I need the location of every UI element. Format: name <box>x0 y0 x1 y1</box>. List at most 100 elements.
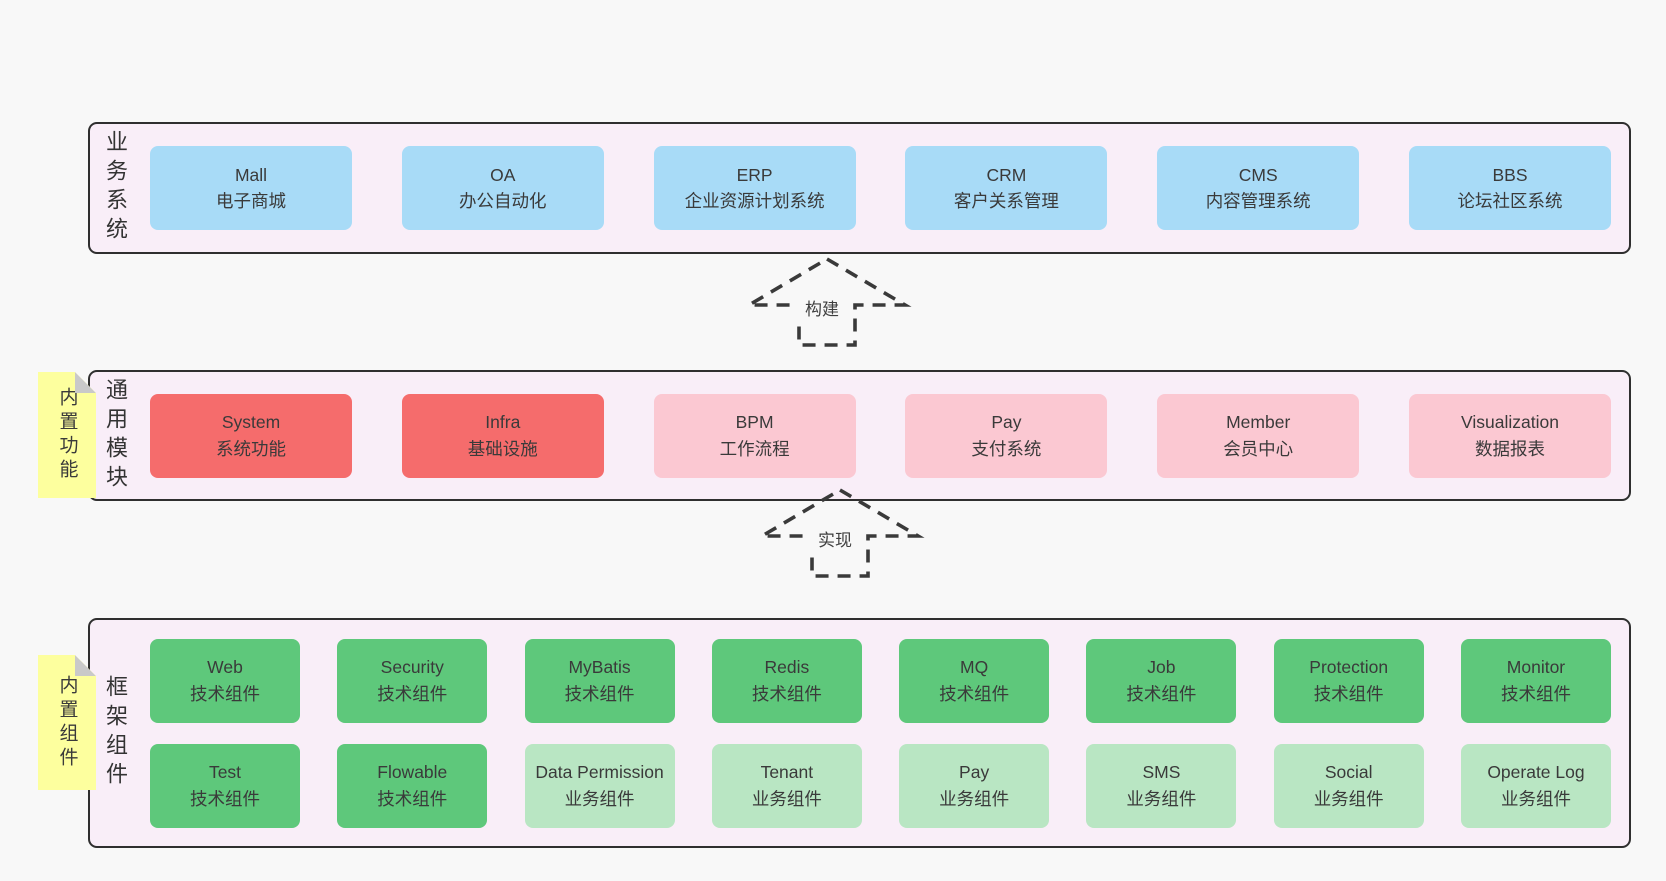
box-cms: CMS 内容管理系统 <box>1157 146 1360 230</box>
box-title: Flowable <box>377 762 448 783</box>
box-flowable: Flowable 技术组件 <box>337 743 488 828</box>
box-title: CRM <box>986 164 1027 185</box>
box-test: Test 技术组件 <box>150 743 300 828</box>
box-member: Member 会员中心 <box>1157 393 1360 478</box>
box-subtitle: 会员中心 <box>1223 438 1294 459</box>
box-subtitle: 业务组件 <box>1500 788 1571 809</box>
band-label: 通用模块 <box>103 377 128 494</box>
dashed-up-arrow-icon <box>755 487 925 578</box>
box-subtitle: 支付系统 <box>971 438 1042 459</box>
box-title: Security <box>380 657 444 678</box>
box-subtitle: 业务组件 <box>751 788 822 809</box>
box-subtitle: 基础设施 <box>467 438 538 459</box>
box-subtitle: 电子商城 <box>216 191 286 211</box>
box-subtitle: 数据报表 <box>1474 438 1545 459</box>
box-title: Pay <box>959 762 990 783</box>
box-title: Redis <box>764 657 810 678</box>
box-title: System <box>221 412 281 433</box>
box-subtitle: 技术组件 <box>1500 683 1571 704</box>
box-web: Web 技术组件 <box>150 638 300 723</box>
box-title: Protection <box>1309 657 1389 678</box>
box-subtitle: 业务组件 <box>564 788 635 809</box>
box-pay: Pay 业务组件 <box>899 743 1050 828</box>
box-title: OA <box>490 164 516 185</box>
sticky-note-builtin-features: 内置功能 <box>38 372 96 498</box>
box-bbs: BBS 论坛社区系统 <box>1408 146 1611 230</box>
band-label: 框架组件 <box>103 675 128 791</box>
box-title: Mall <box>234 164 268 185</box>
box-subtitle: 业务组件 <box>1126 788 1197 809</box>
box-subtitle: 技术组件 <box>939 683 1010 704</box>
box-title: Tenant <box>760 762 814 783</box>
box-subtitle: 工作流程 <box>719 438 790 459</box>
box-title: CMS <box>1238 164 1278 185</box>
box-title: Operate Log <box>1487 762 1585 783</box>
box-title: Test <box>208 762 242 783</box>
box-title: Pay <box>991 412 1022 433</box>
implement-arrow: 实现 <box>755 487 925 579</box>
box-operate-log: Operate Log 业务组件 <box>1460 743 1611 828</box>
box-subtitle: 技术组件 <box>190 683 260 704</box>
box-title: Visualization <box>1461 412 1559 433</box>
box-subtitle: 技术组件 <box>377 683 448 704</box>
box-social: Social 业务组件 <box>1273 743 1424 828</box>
box-subtitle: 业务组件 <box>1313 788 1384 809</box>
box-crm: CRM 客户关系管理 <box>905 146 1108 230</box>
box-title: SMS <box>1142 762 1181 783</box>
box-subtitle: 企业资源计划系统 <box>684 191 825 211</box>
box-title: Web <box>207 657 243 678</box>
box-subtitle: 业务组件 <box>939 788 1010 809</box>
box-title: Monitor <box>1506 657 1566 678</box>
box-mq: MQ 技术组件 <box>899 638 1050 723</box>
box-visualization: Visualization 数据报表 <box>1408 393 1611 478</box>
box-subtitle: 技术组件 <box>1126 683 1197 704</box>
band-label: 业务系统 <box>103 130 128 246</box>
box-subtitle: 办公自动化 <box>459 191 547 211</box>
box-title: MQ <box>960 657 989 678</box>
box-subtitle: 技术组件 <box>377 788 448 809</box>
box-protection: Protection 技术组件 <box>1273 638 1424 723</box>
box-oa: OA 办公自动化 <box>401 146 604 230</box>
box-title: BBS <box>1492 164 1528 185</box>
box-title: Member <box>1226 412 1291 433</box>
box-data-permission: Data Permission 业务组件 <box>524 743 675 828</box>
box-system: System 系统功能 <box>150 393 352 478</box>
box-title: Social <box>1324 762 1373 783</box>
box-subtitle: 论坛社区系统 <box>1457 191 1563 211</box>
box-subtitle: 客户关系管理 <box>953 191 1059 211</box>
box-subtitle: 技术组件 <box>190 788 260 809</box>
box-job: Job 技术组件 <box>1086 638 1237 723</box>
box-tenant: Tenant 业务组件 <box>711 743 862 828</box>
box-security: Security 技术组件 <box>337 638 488 723</box>
box-title: Job <box>1147 657 1176 678</box>
box-subtitle: 内容管理系统 <box>1205 191 1311 211</box>
build-arrow: 构建 <box>742 256 912 348</box>
box-redis: Redis 技术组件 <box>711 638 862 723</box>
box-subtitle: 技术组件 <box>564 683 635 704</box>
box-subtitle: 系统功能 <box>216 438 286 459</box>
arrow-label: 实现 <box>808 523 862 553</box>
box-subtitle: 技术组件 <box>1313 683 1384 704</box>
box-monitor: Monitor 技术组件 <box>1460 638 1611 723</box>
box-subtitle: 技术组件 <box>751 683 822 704</box>
sticky-note-builtin-components: 内置组件 <box>38 655 96 790</box>
box-mall: Mall 电子商城 <box>150 146 352 230</box>
box-title: Data Permission <box>535 762 664 783</box>
box-mybatis: MyBatis 技术组件 <box>524 638 675 723</box>
box-pay: Pay 支付系统 <box>905 393 1108 478</box>
arrow-label: 构建 <box>795 292 849 322</box>
box-title: MyBatis <box>568 657 631 678</box>
